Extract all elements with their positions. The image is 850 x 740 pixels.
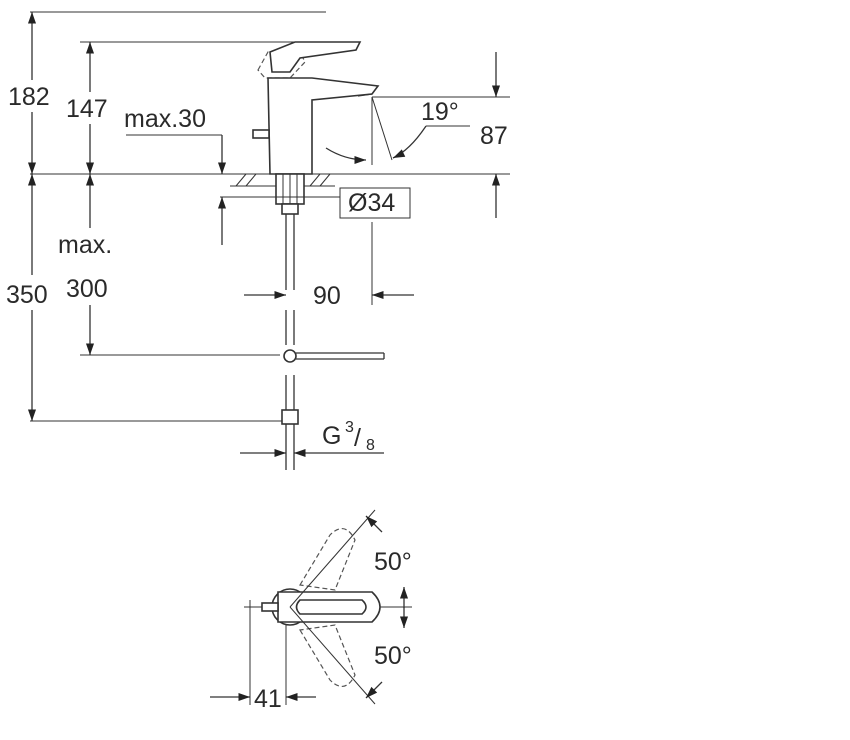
dim-300-label: 300 (66, 275, 108, 303)
dim-d34-box (339, 187, 411, 219)
lever-ghost-outline (257, 51, 306, 79)
dim-max30-label: max.30 (124, 105, 206, 133)
dim-50-lower-label: 50° (374, 642, 412, 670)
dim-g38-numerator: 3 (345, 419, 354, 436)
popup-rod (252, 129, 270, 139)
dim-90-label: 90 (313, 282, 341, 310)
dim-350-label: 350 (6, 281, 48, 309)
angle-spout-line (371, 96, 393, 161)
lever-ghost-up (299, 528, 356, 591)
dim-19deg-label: 19° (421, 98, 459, 126)
sweep-line-down (289, 606, 376, 705)
popup-rod-top (261, 602, 279, 612)
dim-50-upper-label: 50° (374, 548, 412, 576)
lever-ghost-down (299, 624, 356, 687)
sweep-line-up (289, 509, 376, 608)
dim-50-lower-arrow-b (365, 681, 383, 699)
dim-g38-denominator: 8 (366, 437, 375, 454)
dim-41-label: 41 (254, 685, 282, 713)
dim-147-label: 147 (66, 95, 108, 123)
faucet-body (252, 41, 380, 175)
aerator (357, 93, 373, 97)
flex-hose (285, 214, 295, 410)
hose-horizontal (283, 349, 385, 363)
dim-d34-label: Ø34 (348, 189, 395, 217)
lever-handle (269, 41, 362, 73)
lever-slot (295, 599, 367, 615)
side-view: 182 147 350 max. 300 max.30 (6, 11, 510, 470)
top-view: 50° 50° 41 (210, 509, 412, 713)
dim-182-label: 182 (8, 83, 50, 111)
angle-arrow-left (325, 147, 367, 165)
shank (274, 173, 310, 215)
dim-87-label: 87 (480, 122, 508, 150)
dim-50-upper-arrow-a (365, 515, 383, 533)
dim-300-max-label: max. (58, 231, 112, 259)
dim-g38-prefix: G (322, 422, 341, 450)
shank-washer (281, 203, 299, 215)
dim-g38-slash: / (354, 424, 361, 452)
angle-arrow-right (392, 125, 427, 159)
hose-nut (281, 409, 299, 425)
